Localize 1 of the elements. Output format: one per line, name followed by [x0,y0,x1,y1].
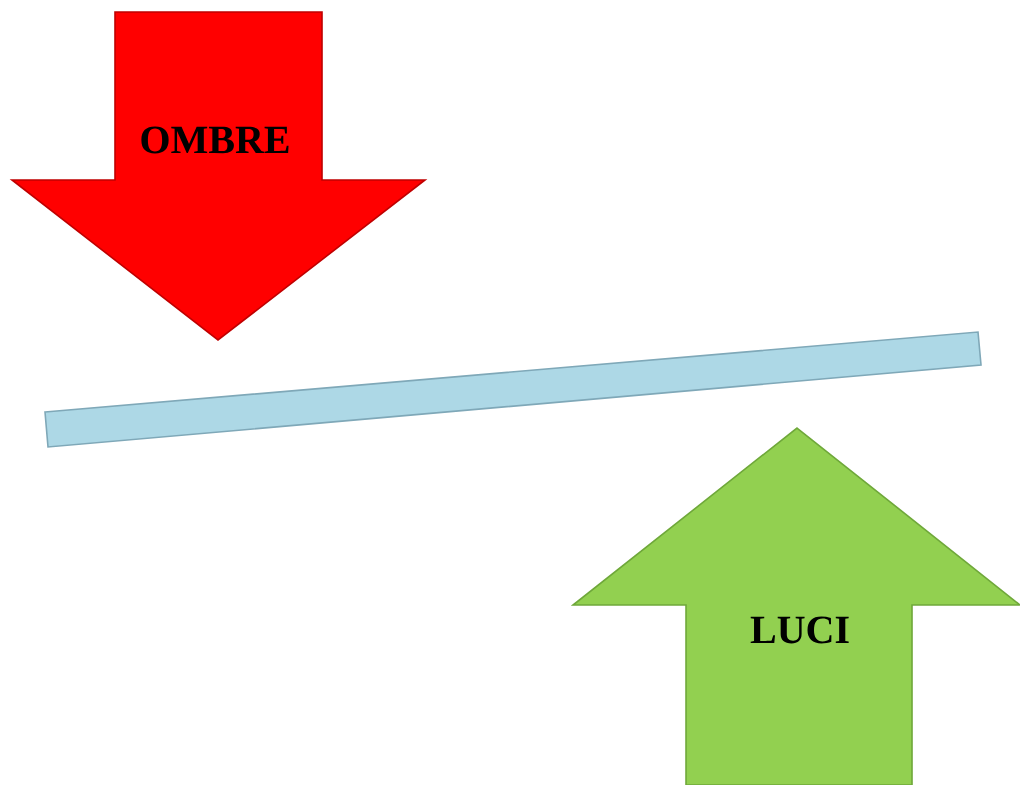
balance-bar [44,331,982,448]
